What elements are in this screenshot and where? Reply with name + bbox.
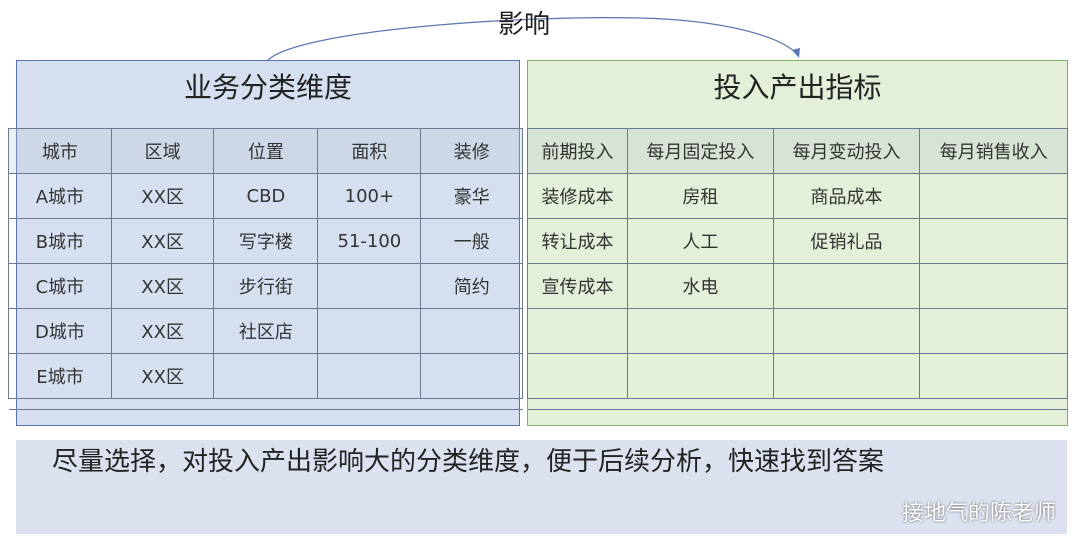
table-cell (919, 353, 1068, 399)
note-band (16, 440, 1067, 534)
table-cell: 转让成本 (526, 218, 629, 264)
table-cell (772, 353, 921, 399)
pad-cell (773, 398, 920, 410)
table-cell: A城市 (8, 173, 112, 219)
table-cell: 人工 (627, 218, 774, 264)
table-row (526, 353, 1068, 399)
table-cell: CBD (213, 173, 319, 219)
pad-cell (111, 398, 214, 410)
table-cell (526, 308, 629, 354)
header-cell: 每月销售收入 (919, 128, 1068, 174)
table-cell: 房租 (627, 173, 774, 219)
table-cell (919, 173, 1068, 219)
table-cell: XX区 (110, 218, 215, 264)
table-cell (317, 308, 422, 354)
header-cell: 装修 (420, 128, 523, 174)
input-output-title: 投入产出指标 (713, 71, 882, 104)
table-cell (420, 353, 523, 399)
table-cell (919, 218, 1068, 264)
table-cell: 一般 (420, 218, 523, 264)
header-cell: 面积 (317, 128, 422, 174)
watermark: 接地气的陈老师 (901, 501, 1056, 526)
table-cell: 步行街 (213, 263, 319, 309)
table-row: 转让成本人工促销礼品 (526, 218, 1068, 264)
pad-cell (8, 398, 112, 410)
table-cell: XX区 (110, 308, 215, 354)
table-cell (772, 263, 921, 309)
table-cell: D城市 (8, 308, 112, 354)
table-cell: 商品成本 (772, 173, 921, 219)
table-cell: 促销礼品 (772, 218, 921, 264)
pad-cell (527, 398, 628, 410)
table-cell: 豪华 (420, 173, 523, 219)
header-cell: 区域 (110, 128, 215, 174)
pad-cell (627, 398, 774, 410)
table-row: 装修成本房租商品成本 (526, 173, 1068, 219)
business-dimension-title: 业务分类维度 (183, 71, 352, 104)
table-cell (919, 308, 1068, 354)
pad-cell (919, 398, 1068, 410)
table-cell (627, 308, 774, 354)
table-cell: 宣传成本 (526, 263, 629, 309)
header-cell: 城市 (8, 128, 112, 174)
pad-cell (213, 398, 318, 410)
table-cell (317, 353, 422, 399)
table-cell: B城市 (8, 218, 112, 264)
header-cell: 每月固定投入 (627, 128, 774, 174)
table-row: 宣传成本水电 (526, 263, 1068, 309)
table-cell: 社区店 (213, 308, 319, 354)
table-cell (317, 263, 422, 309)
table-cell (772, 308, 921, 354)
pad-cell (420, 398, 523, 410)
table-cell: 写字楼 (213, 218, 319, 264)
header-cell: 每月变动投入 (772, 128, 921, 174)
table-cell (919, 263, 1068, 309)
header-cell: 位置 (213, 128, 319, 174)
header-cell: 前期投入 (526, 128, 629, 174)
table-cell: C城市 (8, 263, 112, 309)
table-cell: 100+ (317, 173, 422, 219)
pad-cell (317, 398, 421, 410)
table-cell: XX区 (110, 353, 215, 399)
table-cell (213, 353, 319, 399)
table-cell (526, 353, 629, 399)
table-cell: 装修成本 (526, 173, 629, 219)
table-cell: E城市 (8, 353, 112, 399)
table-cell: 水电 (627, 263, 774, 309)
table-cell: XX区 (110, 263, 215, 309)
note-text: 尽量选择，对投入产出影响大的分类维度，便于后续分析，快速找到答案 (52, 447, 885, 477)
arrow-label: 影响 (498, 10, 551, 40)
table-cell (627, 353, 774, 399)
table-cell: 简约 (420, 263, 523, 309)
indicator-table: 前期投入每月固定投入每月变动投入每月销售收入装修成本房租商品成本转让成本人工促销… (526, 128, 1068, 410)
table-cell (420, 308, 523, 354)
influence-arrow (267, 17, 800, 61)
table-cell: XX区 (110, 173, 215, 219)
table-row (526, 308, 1068, 354)
table-cell: 51-100 (317, 218, 422, 264)
